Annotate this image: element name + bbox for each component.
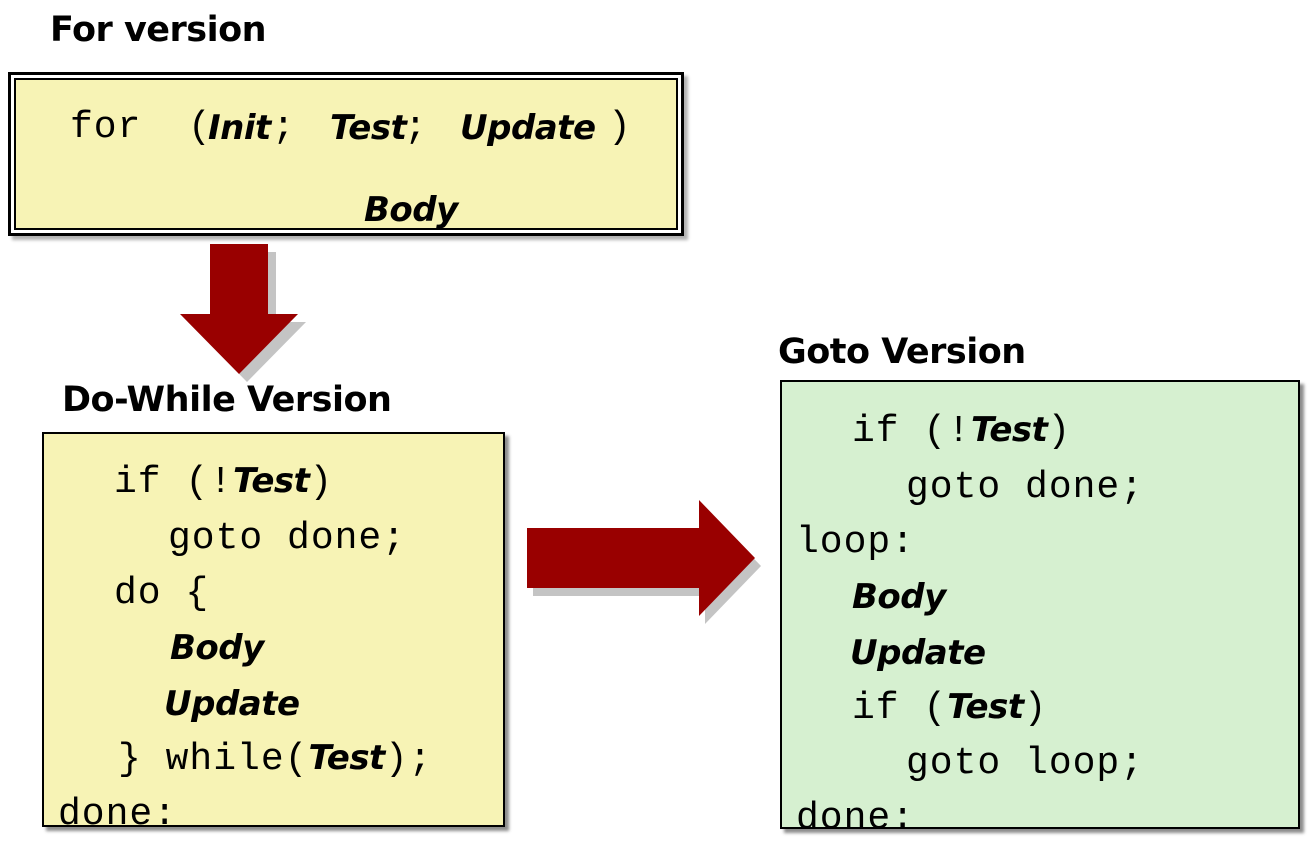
goto-line-1: if (!Test) [844,392,1071,453]
for-line-1-paren-open: ( [180,88,212,149]
keyword-do: do { [114,572,210,615]
goto-loop: goto loop; [906,742,1145,785]
keyword-if: if [852,410,900,453]
paren-close: ) [608,106,632,149]
arrow-right-icon [527,500,761,624]
semicolon-2: ; [404,106,428,149]
dowhile-line-3: do { [106,554,209,615]
dowhile-line-4: Body [162,610,264,668]
body-placeholder: Body [364,190,458,230]
test-placeholder: Test [308,738,385,778]
goto-line-4: Body [844,559,946,617]
update-placeholder: Update [460,108,596,148]
for-line-1-semi1: ; [264,88,296,149]
dowhile-line-6: } while(Test); [110,720,432,781]
init-placeholder: Init [208,108,271,148]
dowhile-version-heading: Do-While Version [62,380,392,420]
goto-line-5: Update [842,615,986,673]
label-done: done: [796,797,916,840]
dowhile-line-7: done: [50,775,177,836]
arrow-down-icon [180,244,306,382]
paren-open: ( [188,106,212,149]
paren-close: ) [1047,410,1072,453]
goto-line-8: done: [788,779,915,840]
for-line-1-semi2: ; [396,88,428,149]
close-brace: } [118,738,142,781]
dowhile-version-box [42,432,505,827]
paren-open: ( [923,687,948,730]
for-line-2: Body [356,172,458,230]
goto-line-7: goto loop; [898,724,1144,785]
goto-line-3: loop: [788,503,915,564]
while-end: ); [384,738,433,781]
keyword-for: for [70,106,142,149]
for-line-1-update: Update [452,90,596,148]
not-operator: (! [185,461,234,504]
update-placeholder: Update [164,684,300,724]
keyword-if: if [852,687,900,730]
goto-done: goto done; [168,517,407,560]
not-operator: (! [923,410,972,453]
keyword-if: if [114,461,162,504]
test-placeholder: Test [971,410,1048,450]
test-placeholder: Test [330,108,407,148]
goto-version-heading: Goto Version [778,332,1026,372]
body-placeholder: Body [170,628,264,668]
keyword-while: while( [165,738,309,781]
for-line-1-paren-close: ) [600,88,632,149]
update-placeholder: Update [850,633,986,673]
for-line-1-test: Test [322,90,407,148]
goto-line-6: if (Test) [844,669,1047,730]
goto-line-2: goto done; [898,448,1144,509]
dowhile-line-5: Update [156,666,300,724]
paren-close: ) [1023,687,1048,730]
test-placeholder: Test [947,687,1024,727]
goto-done: goto done; [906,466,1145,509]
paren-close: ) [309,461,334,504]
label-done: done: [58,793,178,836]
for-version-box [8,72,684,236]
semicolon-1: ; [272,106,296,149]
for-version-heading: For version [50,10,267,50]
label-loop: loop: [796,521,916,564]
for-line-1-init: Init [200,90,271,148]
goto-version-box [780,380,1300,829]
for-line-1: for [62,88,141,149]
for-version-box-inner [14,78,678,230]
body-placeholder: Body [852,577,946,617]
test-placeholder: Test [233,461,310,501]
dowhile-line-2: goto done; [160,499,406,560]
dowhile-line-1: if (!Test) [106,443,333,504]
